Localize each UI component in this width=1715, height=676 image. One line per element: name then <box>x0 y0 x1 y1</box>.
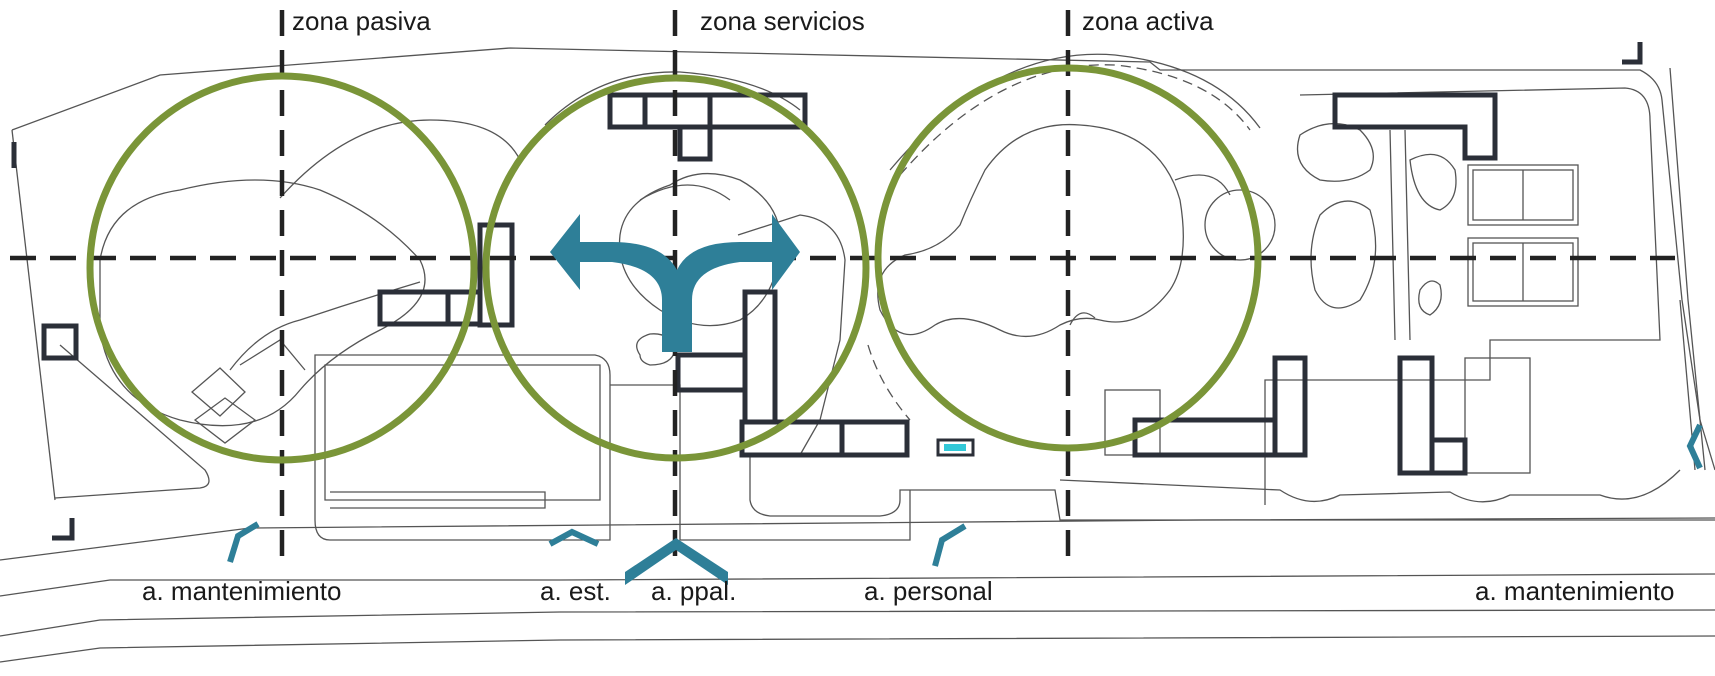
south-edge <box>54 344 210 499</box>
east-strip <box>1669 67 1706 471</box>
garden-blob-west <box>99 179 426 427</box>
building-service-mid-1 <box>742 289 778 425</box>
corner-mark-ne <box>1622 42 1643 65</box>
service-path <box>610 384 911 541</box>
diamond-3 <box>239 339 306 371</box>
service-curve <box>639 184 731 201</box>
active-blob <box>877 123 1184 338</box>
active-niche <box>1069 312 1096 326</box>
zoning-axes <box>10 10 1675 560</box>
diamond-2 <box>193 397 257 444</box>
building-service-stem <box>677 124 713 162</box>
east-blob-2 <box>1310 200 1377 309</box>
zone-circle-services <box>482 74 870 462</box>
building-service-top-1 <box>607 92 648 130</box>
access-marker-parking <box>548 528 600 547</box>
building-service-low-2 <box>839 419 910 458</box>
service-plaza <box>618 172 782 327</box>
road-edge-3 <box>0 609 1715 637</box>
path-west-1 <box>279 119 521 199</box>
road-edge-1 <box>0 517 1715 561</box>
court-1 <box>1467 164 1579 226</box>
service-arc <box>544 71 801 126</box>
service-arc-dashed <box>867 344 911 421</box>
access-labels: a. mantenimiento a. est. a. ppal. a. per… <box>142 576 1674 606</box>
buildings <box>41 92 1498 476</box>
corner-mark-sw <box>52 518 75 541</box>
zone-circle-active <box>874 64 1262 452</box>
building-west-block-1 <box>377 289 451 327</box>
building-service-top-2 <box>642 92 713 130</box>
service-drop <box>737 214 846 456</box>
access-label-parking: a. est. <box>540 576 611 606</box>
zone-label-services: zona servicios <box>700 6 865 36</box>
access-label-maintenance-east: a. mantenimiento <box>1475 576 1674 606</box>
east-blob-3 <box>1409 153 1457 211</box>
corner-marks <box>11 42 1643 541</box>
building-east-col <box>1397 355 1435 476</box>
active-disc <box>1204 189 1276 261</box>
distribution-arrow-shape <box>550 214 800 352</box>
east-pad <box>1464 357 1531 474</box>
site-linework <box>0 47 1715 663</box>
access-label-maintenance-west: a. mantenimiento <box>142 576 341 606</box>
zone-label-passive: zona pasiva <box>292 6 431 36</box>
east-blob-1 <box>1296 122 1374 182</box>
access-marker-main <box>625 538 728 585</box>
site-boundary <box>11 47 1715 471</box>
parking-outline <box>314 354 611 541</box>
diamond-1 <box>191 367 246 417</box>
arc-walkway <box>899 64 1251 176</box>
building-east-L <box>1332 92 1498 161</box>
zone-label-active: zona activa <box>1082 6 1214 36</box>
east-blob-4 <box>1418 280 1442 316</box>
road-edge-2 <box>0 573 1715 597</box>
building-service-mid-2 <box>675 352 748 393</box>
service-kiosk-accent <box>944 444 966 451</box>
access-label-personal: a. personal <box>864 576 993 606</box>
east-column <box>1389 129 1411 341</box>
building-west-small <box>41 323 79 361</box>
parking-inner <box>324 364 601 501</box>
parking-line <box>330 491 546 509</box>
building-east-foot <box>1429 437 1468 476</box>
road-edge-4 <box>0 635 1715 663</box>
zone-labels: zona pasiva zona servicios zona activa <box>292 6 1214 36</box>
south-bump <box>1059 469 1681 503</box>
south-building-edge <box>749 455 1715 521</box>
active-arc <box>1174 174 1231 196</box>
access-label-main: a. ppal. <box>651 576 736 606</box>
building-active-2 <box>1272 355 1308 458</box>
site-boundary-west <box>11 129 56 501</box>
distribution-arrow <box>550 214 800 352</box>
zone-circles <box>86 64 1262 464</box>
service-kiosk <box>936 438 975 457</box>
zone-circle-passive <box>86 72 478 464</box>
east-inner-outline <box>1264 87 1661 505</box>
access-marker-maintenance-west <box>227 521 260 563</box>
access-marker-maintenance-east <box>1686 423 1703 470</box>
access-marker-personal <box>932 523 967 567</box>
court-2 <box>1467 237 1579 307</box>
access-markers <box>227 423 1703 567</box>
